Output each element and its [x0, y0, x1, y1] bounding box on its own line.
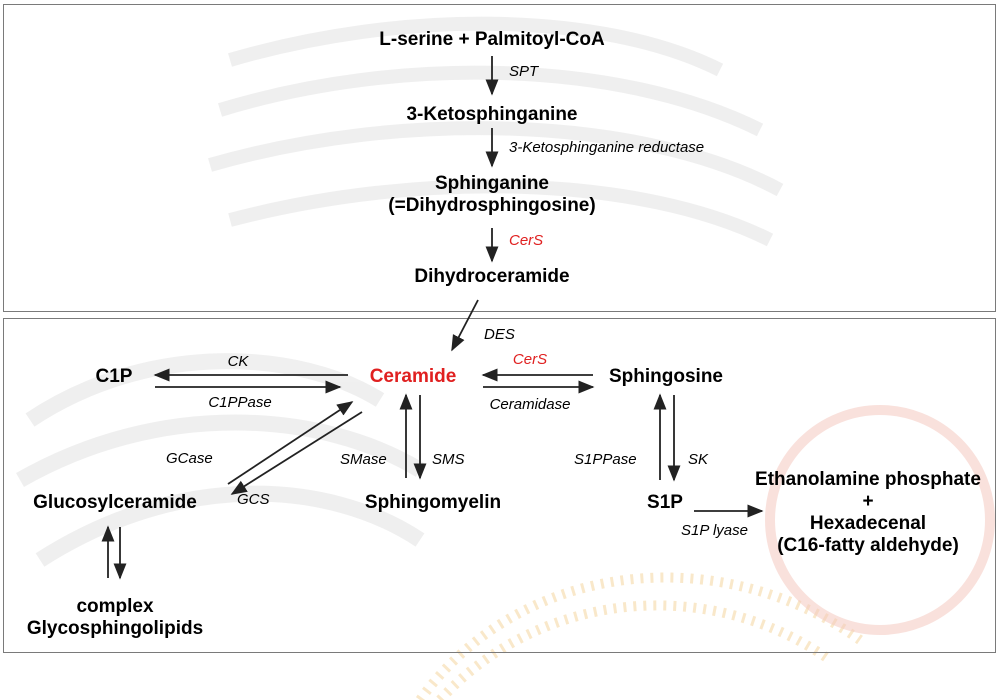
label-sphinganine-line1: Sphinganine	[435, 173, 549, 194]
label-sphinganine: Sphinganine (=Dihydrosphingosine)	[388, 173, 595, 217]
label-complex-line2: Glycosphingolipids	[26, 617, 204, 639]
arrow-des	[451, 299, 479, 352]
enzyme-gcs: GCS	[237, 491, 270, 508]
enzyme-smase: SMase	[340, 451, 387, 468]
arrow-gcs	[230, 411, 363, 495]
label-etn-line3: (C16-fatty aldehyde)	[777, 534, 959, 556]
label-glucosylceramide: Glucosylceramide	[33, 492, 197, 513]
vesicle-watermark	[765, 405, 995, 635]
enzyme-c1ppase: C1PPase	[208, 394, 272, 411]
label-ethanolamine-hexadecenal: Ethanolamine phosphate + Hexadecenal (C1…	[755, 469, 981, 556]
enzyme-s1ppase: S1PPase	[574, 451, 637, 468]
enzyme-spt: SPT	[509, 63, 539, 80]
er-watermark-top	[208, 16, 784, 247]
golgi-watermark	[16, 353, 425, 567]
cytosol-panel	[3, 318, 996, 653]
er-panel	[3, 4, 996, 312]
enzyme-ceramidase: Ceramidase	[489, 396, 571, 413]
label-ketosphinganine: 3-Ketosphinganine	[406, 104, 578, 125]
enzyme-des: DES	[484, 326, 515, 343]
enzyme-sms: SMS	[432, 451, 465, 468]
enzyme-cers-mid: CerS	[512, 351, 548, 368]
label-ceramide: Ceramide	[369, 366, 457, 387]
label-etn-line1: Ethanolamine phosphate	[755, 469, 981, 490]
enzyme-gcase: GCase	[166, 450, 213, 467]
label-sphingosine: Sphingosine	[609, 366, 723, 387]
enzyme-s1p-lyase: S1P lyase	[681, 522, 748, 539]
label-complex-glycosphingolipids: complex Glycosphingolipids	[27, 596, 203, 640]
label-s1p: S1P	[647, 492, 683, 513]
arrow-gcase	[227, 401, 354, 485]
label-complex-line1: complex	[76, 596, 154, 617]
label-c1p: C1P	[95, 366, 133, 387]
enzyme-ksr: 3-Ketosphinganine reductase	[509, 139, 705, 156]
enzyme-sk: SK	[688, 451, 709, 468]
label-etn-line2: Hexadecenal	[809, 512, 927, 534]
membrane-watermark	[415, 572, 863, 700]
label-etn-plus: +	[862, 490, 874, 512]
enzyme-cers-top: CerS	[509, 232, 544, 249]
label-sphinganine-line2: (=Dihydrosphingosine)	[388, 194, 596, 216]
label-sphingomyelin: Sphingomyelin	[364, 492, 502, 513]
enzyme-ck: CK	[227, 353, 249, 370]
label-serine-palmitoyl: L-serine + Palmitoyl-CoA	[379, 29, 605, 50]
label-dihydroceramide: Dihydroceramide	[414, 266, 570, 287]
